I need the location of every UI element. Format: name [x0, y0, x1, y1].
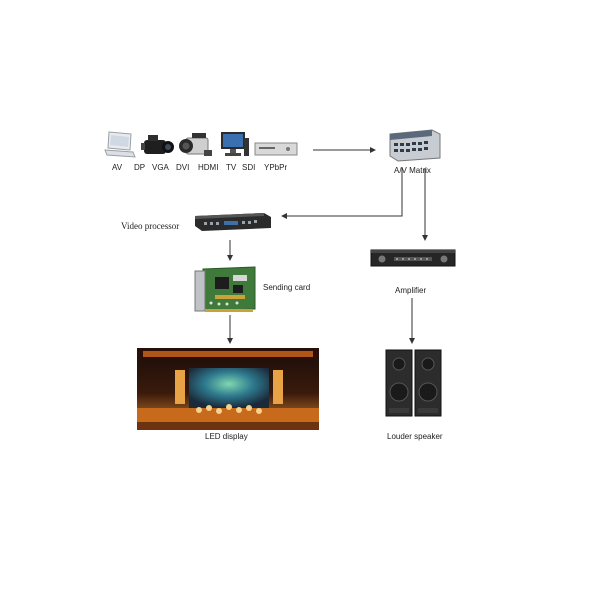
led-display-label: LED display	[205, 432, 248, 441]
source-label-vga: VGA	[152, 163, 169, 172]
video-processor-label: Video processor	[121, 221, 180, 231]
source-labels: AV DP VGA DVI HDMI TV SDI YPbPr	[112, 163, 290, 175]
led-screen-image	[137, 348, 319, 430]
laptop-icon	[104, 131, 136, 158]
amplifier-device-icon	[370, 249, 456, 267]
dvd-player-icon	[254, 142, 298, 156]
source-label-av: AV	[112, 163, 123, 172]
speaker-right-icon	[414, 349, 442, 417]
speaker-left-icon	[385, 349, 413, 417]
video-processor-device-icon	[195, 213, 271, 231]
louder-speaker-label: Louder speaker	[387, 432, 443, 441]
source-label-ypbpr: YPbPr	[264, 163, 288, 172]
sending-card-label: Sending card	[263, 283, 311, 292]
source-label-sdi: SDI	[242, 163, 256, 172]
source-label-hdmi: HDMI	[198, 163, 219, 172]
source-label-dvi: DVI	[176, 163, 190, 172]
av-matrix-label: A/V Matrix	[394, 166, 431, 175]
speaker-pair-icon	[385, 349, 442, 417]
video-camera-icon	[179, 133, 212, 156]
arrow-matrix-to-processor	[281, 168, 403, 219]
source-label-dp: DP	[134, 163, 146, 172]
av-matrix-device-icon	[389, 129, 441, 162]
camcorder-icon	[141, 135, 174, 154]
computer-monitor-icon	[221, 132, 249, 156]
amplifier-label: Amplifier	[395, 286, 427, 295]
source-label-tv: TV	[226, 163, 237, 172]
sending-card-board-icon	[194, 266, 256, 312]
